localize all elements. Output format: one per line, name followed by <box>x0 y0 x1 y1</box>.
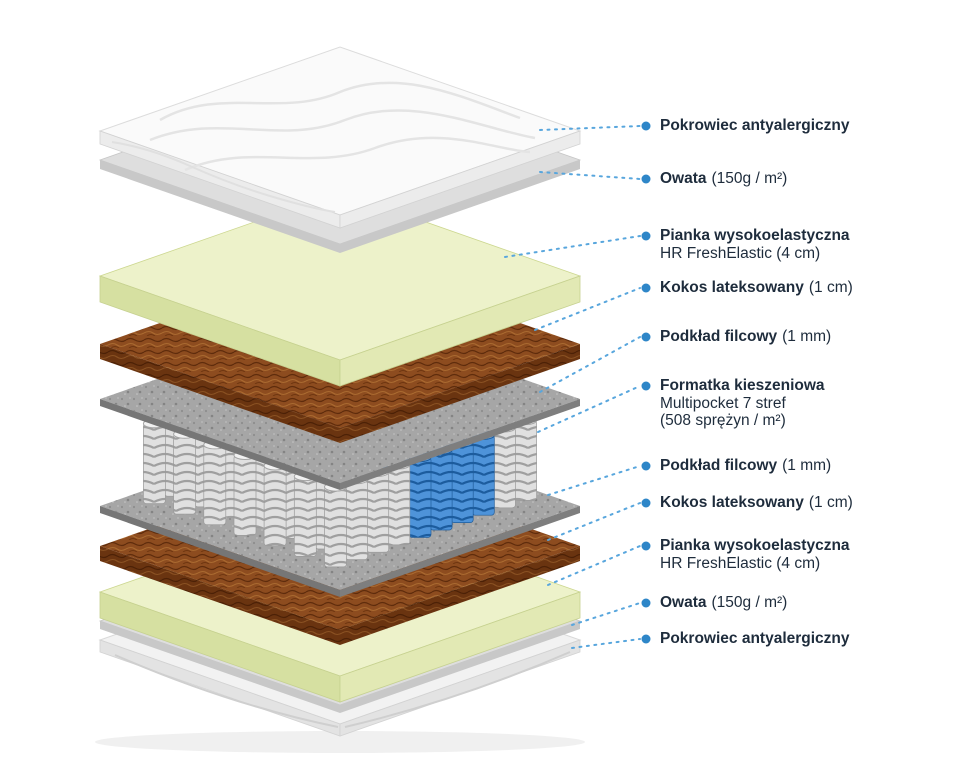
label-title: Owata <box>660 170 707 187</box>
label-subtitle: Multipocket 7 stref <box>660 394 786 412</box>
cover-bottom-quilt-line <box>344 651 571 728</box>
layer-foam-top <box>98 191 582 387</box>
ground-shadow <box>95 731 585 753</box>
label-cover-top: Pokrowiec antyalergiczny <box>660 117 850 135</box>
label-detail: (1 cm) <box>808 279 853 296</box>
quilt-line <box>184 136 531 172</box>
label-dot <box>641 541 651 551</box>
leader-lines <box>504 125 641 649</box>
label-felt-bottom: Podkład filcowy(1 mm) <box>660 457 831 475</box>
leader-line <box>547 465 641 496</box>
label-dots <box>641 121 651 644</box>
spring-coil-body <box>366 471 390 553</box>
cover-bottom-quilt-line <box>114 654 339 728</box>
label-dot <box>641 634 651 644</box>
spring-coil-body <box>263 465 287 547</box>
kokos-top-left-face <box>100 344 340 443</box>
spring-coil-body <box>450 442 474 523</box>
quilt-line <box>149 109 536 142</box>
spring-coil-body <box>233 454 257 536</box>
label-owata-bottom: Owata(150g / m²) <box>660 594 787 612</box>
label-detail: (150g / m²) <box>711 594 788 611</box>
label-subtitle: HR FreshElastic (4 cm) <box>660 554 821 572</box>
spring-coil-body <box>203 444 227 526</box>
label-springs: Formatka kieszeniowa Multipocket 7 stref… <box>660 377 825 430</box>
leader-line <box>571 638 641 649</box>
quilt-edge-line <box>111 141 336 213</box>
leader-line <box>571 602 641 626</box>
spring-coil-body <box>173 433 196 515</box>
label-dot <box>641 231 651 241</box>
owata-bottom-left-face <box>100 621 340 713</box>
label-title: Owata <box>660 594 707 611</box>
label-title: Pokrowiec antyalergiczny <box>660 117 850 134</box>
label-dot <box>641 381 651 391</box>
spring-coil-body <box>143 423 166 504</box>
label-title: Kokos lateksowany <box>660 279 804 296</box>
label-subtitle: (508 sprężyn / m²) <box>660 412 786 429</box>
owata-top-left-face <box>100 160 340 253</box>
label-detail: (1 cm) <box>808 494 853 511</box>
label-title: Pianka wysokoelastyczna <box>660 537 850 554</box>
label-owata-top: Owata(150g / m²) <box>660 170 787 188</box>
label-title: Podkład filcowy <box>660 457 778 474</box>
label-title: Formatka kieszeniowa <box>660 377 825 394</box>
kokos-bottom-left-face <box>100 546 340 645</box>
label-detail: (1 mm) <box>782 457 832 474</box>
leader-line <box>547 502 641 541</box>
label-title: Pokrowiec antyalergiczny <box>660 630 850 647</box>
label-dot <box>641 121 651 131</box>
cover-top-right-face <box>339 130 581 229</box>
spring-coil-body <box>387 464 411 546</box>
label-title: Pianka wysokoelastyczna <box>660 227 850 244</box>
label-dot <box>641 332 651 342</box>
label-detail: (1 mm) <box>782 328 832 345</box>
label-dot <box>641 598 651 608</box>
quilt-line <box>159 81 521 122</box>
label-detail: (150g / m²) <box>711 170 788 187</box>
label-felt-top: Podkład filcowy(1 mm) <box>660 328 831 346</box>
label-dot <box>641 461 651 471</box>
kokos-top-right-face <box>340 344 580 443</box>
spring-coil-body <box>471 434 495 516</box>
leader-line <box>539 171 641 180</box>
spring-coil-body <box>345 479 368 560</box>
layer-cover-top <box>98 46 582 229</box>
owata-bottom-right-face <box>340 621 580 713</box>
label-dot <box>641 498 651 508</box>
label-dot <box>641 174 651 184</box>
felt-top-right-face <box>340 399 580 490</box>
label-cover-bottom: Pokrowiec antyalergiczny <box>660 630 850 648</box>
felt-bottom-right-face <box>340 506 580 597</box>
spring-coil-body <box>429 449 453 531</box>
label-foam-bottom: Pianka wysokoelastyczna HR FreshElastic … <box>660 537 850 572</box>
spring-coil-body <box>324 486 347 568</box>
label-kokos-bottom: Kokos lateksowany(1 cm) <box>660 494 853 512</box>
kokos-bottom-right-face <box>340 546 580 645</box>
label-kokos-top: Kokos lateksowany(1 cm) <box>660 279 853 297</box>
leader-line <box>539 125 641 131</box>
spring-coil-body <box>514 420 537 501</box>
label-dot <box>641 283 651 293</box>
foam-top-right-face <box>339 275 581 387</box>
spring-coil-body <box>293 476 317 557</box>
felt-bottom-left-face <box>100 506 340 597</box>
spring-coil-body <box>408 457 432 538</box>
label-subtitle: HR FreshElastic (4 cm) <box>660 244 821 262</box>
label-foam-top: Pianka wysokoelastyczna HR FreshElastic … <box>660 227 850 262</box>
foam-bottom-right-face <box>339 591 581 703</box>
owata-top-right-face <box>340 160 580 253</box>
leader-line <box>547 545 641 586</box>
leader-line <box>504 235 641 258</box>
label-title: Podkład filcowy <box>660 328 778 345</box>
felt-top-left-face <box>100 399 340 490</box>
spring-coil-body <box>493 427 516 509</box>
label-title: Kokos lateksowany <box>660 494 804 511</box>
